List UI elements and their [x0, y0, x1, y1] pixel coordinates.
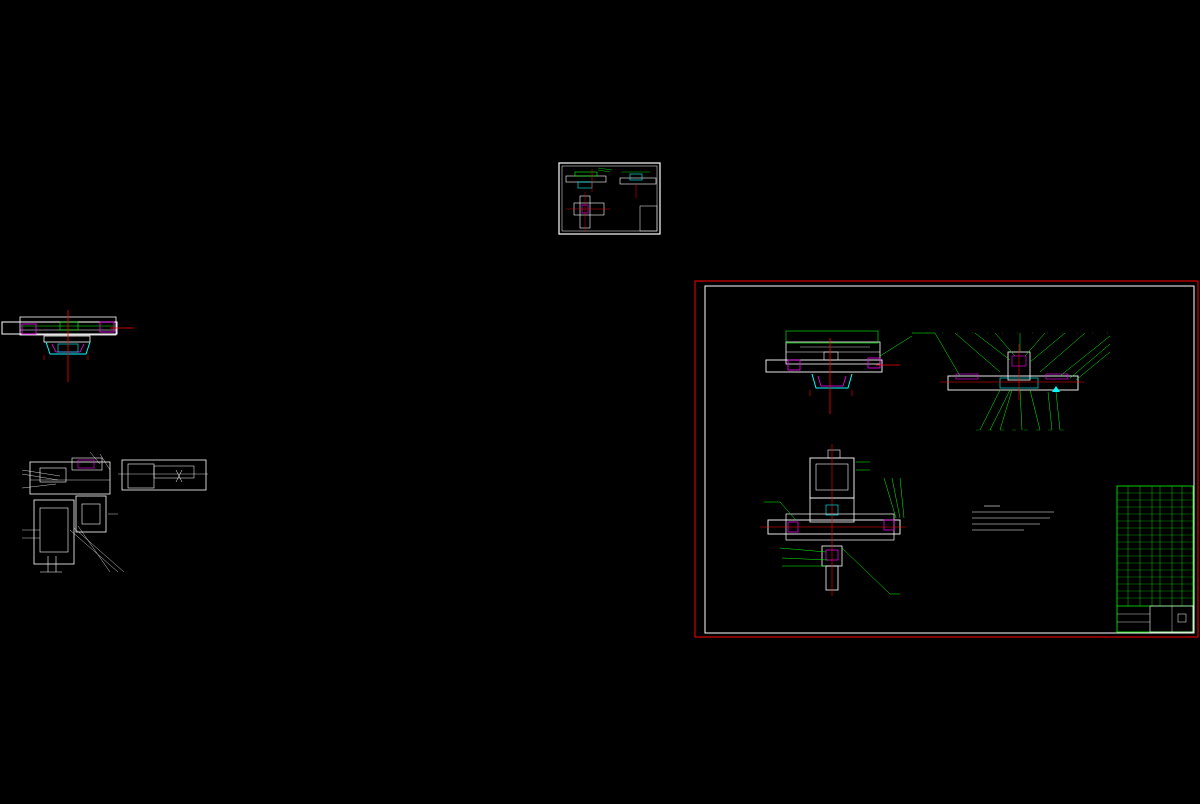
main-plan-view: [760, 444, 906, 596]
main-assembly-sheet[interactable]: [694, 280, 1199, 638]
gearbox-front-view: [21, 451, 111, 495]
thumbnail-sheet[interactable]: [558, 162, 661, 235]
gearbox-plan-view: [22, 495, 125, 573]
left-end-block: [21, 323, 37, 335]
thumbnail-inner-border: [561, 165, 658, 232]
saddle-block: [43, 335, 91, 355]
main-side-view: [912, 332, 1111, 431]
gearbox-detail-left[interactable]: [21, 451, 208, 573]
gearbox-side-view: [118, 459, 208, 491]
slide-assembly-left[interactable]: [1, 310, 134, 382]
thumbnail-side-view: [619, 171, 657, 198]
sheet-outer-border: [694, 280, 1199, 638]
sheet-inner-border: [704, 285, 1195, 634]
parts-list-title-block: [1116, 485, 1194, 633]
right-end-block: [99, 321, 115, 333]
thumbnail-top-view: [566, 192, 610, 232]
thumbnail-title-block: [639, 205, 658, 232]
main-front-view: [765, 330, 913, 414]
thumbnail-slide-view: [565, 167, 613, 192]
technical-requirements-notes: [972, 505, 1054, 531]
thumbnail-border: [558, 162, 661, 235]
